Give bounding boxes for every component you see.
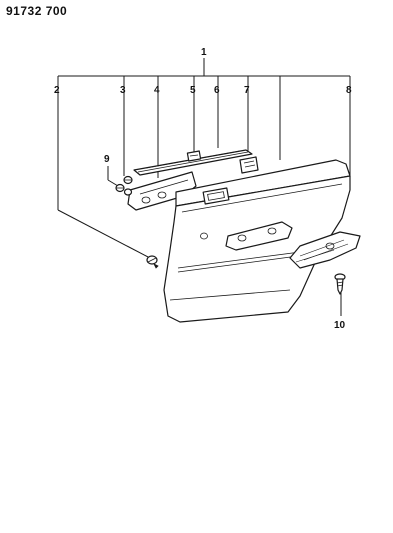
diagram-id: 91732 700 (6, 4, 68, 18)
callout-4: 4 (154, 85, 160, 96)
door-trim-panel (163, 159, 351, 323)
callout-8: 8 (346, 85, 352, 96)
callout-7: 7 (244, 85, 250, 96)
callout-2: 2 (54, 85, 60, 96)
strip-clip (186, 150, 202, 162)
callout-5: 5 (190, 85, 196, 96)
callout-1: 1 (201, 47, 207, 58)
trim-screw (334, 273, 346, 295)
callout-6: 6 (214, 85, 220, 96)
callout-3: 3 (120, 85, 126, 96)
callout-10: 10 (334, 320, 346, 331)
armrest-cover (289, 231, 361, 269)
door-fasteners (115, 175, 133, 196)
callout-9: 9 (104, 154, 110, 165)
inner-bracket (239, 156, 259, 174)
trim-clip (146, 255, 159, 269)
callout-labels: 1 2 3 4 5 6 7 8 9 10 (54, 47, 352, 331)
